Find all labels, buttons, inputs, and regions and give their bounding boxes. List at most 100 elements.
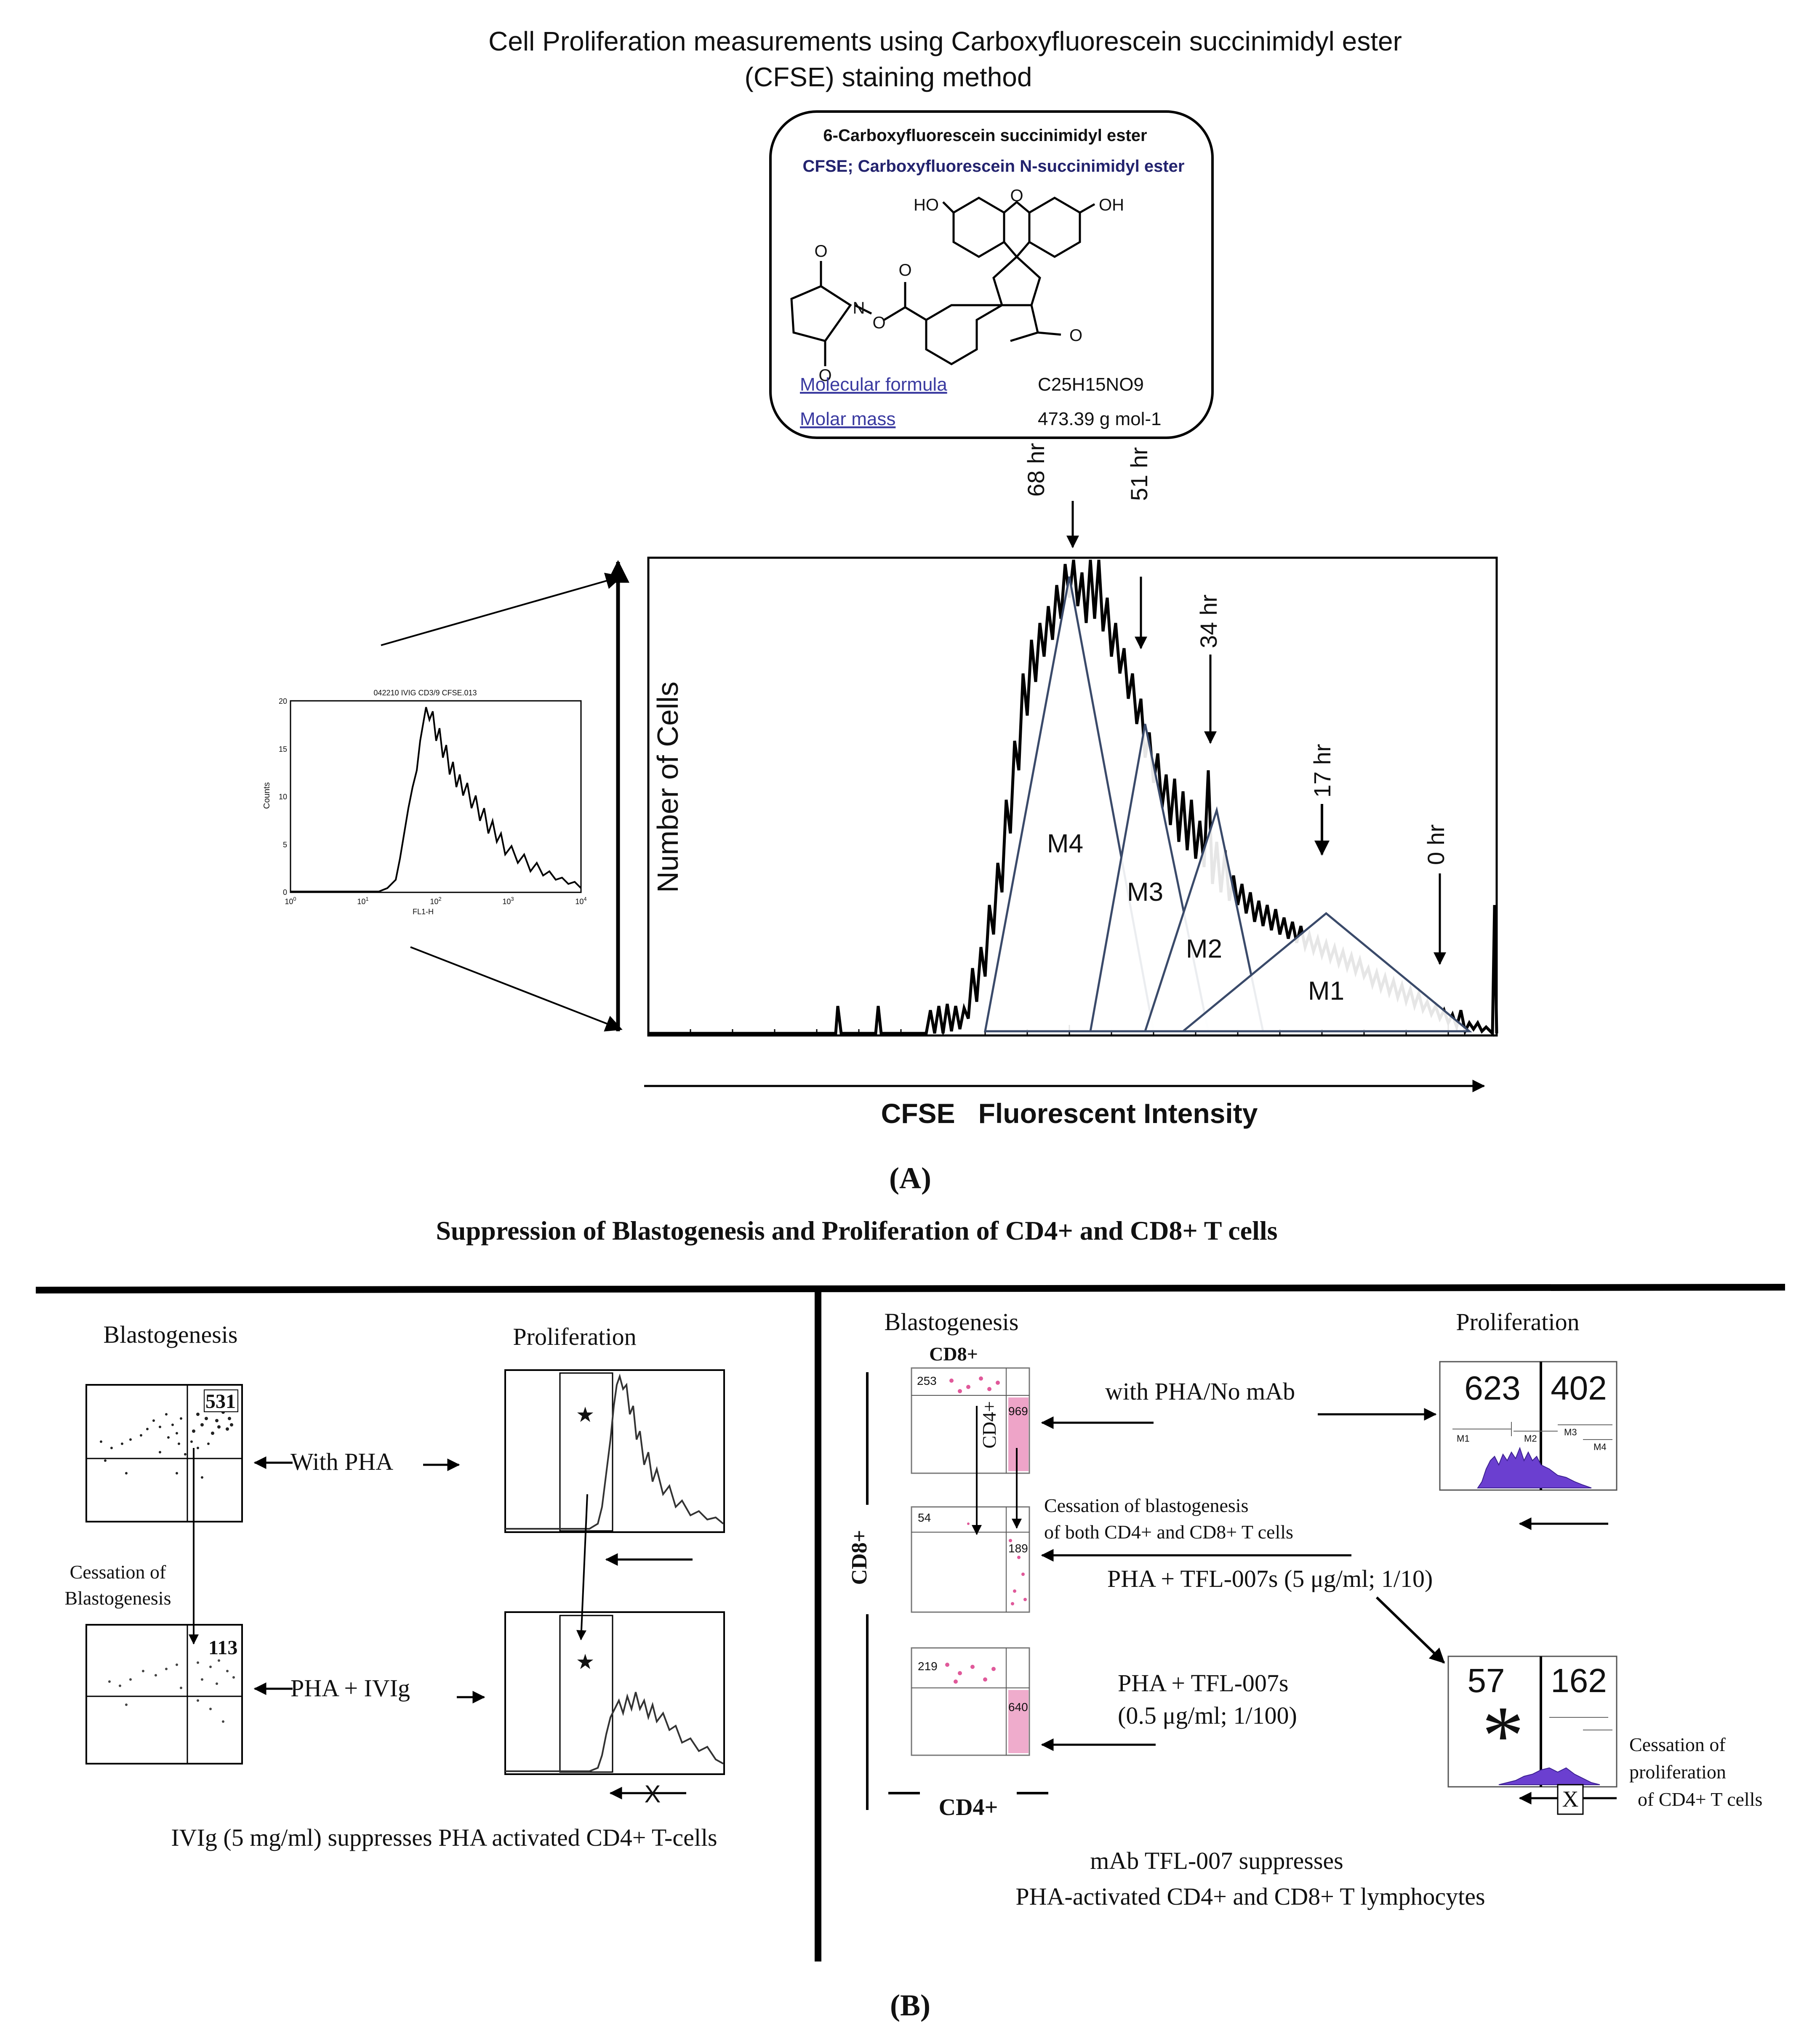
atom-label-imide-o2: O [818, 366, 831, 385]
compound-synonym: CFSE; Carboxyfluorescein N-succinimidyl … [803, 157, 1185, 176]
right-blast-header: Blastogenesis [885, 1308, 1019, 1336]
left-prolif-hist-2: ★ X [504, 1611, 725, 1808]
left-prolif-hist-1: ★ [504, 1369, 725, 1566]
inset-xtick: 100 [285, 896, 296, 906]
inset-xtick: 101 [357, 896, 368, 906]
compound-box: 6-Carboxyfluorescein succinimidyl ester … [769, 110, 1214, 439]
atom-label-imide-o1: O [814, 242, 827, 261]
right-cd8-axis-label: CD8+ [847, 1530, 871, 1585]
panel-a-caption: (A) [889, 1161, 931, 1195]
atom-labels: HO O OH O N O O O O [814, 186, 1124, 385]
main-xlabel: CFSE Fluorescent Intensity [881, 1098, 1258, 1129]
atom-label-lactone-o: O [1069, 326, 1082, 345]
time-label-34: 34 hr [1195, 594, 1222, 648]
left-scatter-pha-ivig: 113 [85, 1624, 243, 1765]
right-s3-right: 640 [1008, 1701, 1028, 1714]
right-prolif-cross: X [1562, 1786, 1579, 1812]
panel-b: Suppression of Blastogenesis and Prolife… [35, 1216, 1785, 2022]
right-asterisk: * [1482, 1689, 1524, 1782]
left-prolif-cross: X [645, 1780, 661, 1808]
atom-label-oh: OH [1099, 196, 1124, 214]
zoom-line-top [381, 572, 623, 646]
right-s1-right: 969 [1008, 1405, 1028, 1418]
inset-histogram-trace [290, 707, 582, 892]
inset-xtick: 102 [430, 896, 441, 906]
gate-m1 [1180, 912, 1472, 1033]
right-h1-gate: M1 [1457, 1433, 1470, 1444]
time-label-0: 0 hr [1423, 825, 1449, 865]
gate-triangles [983, 576, 1472, 1033]
inset-xtick: 104 [575, 896, 586, 906]
left-prolif-star-2: ★ [576, 1650, 595, 1674]
time-label-17: 17 hr [1309, 744, 1335, 798]
panel-b-left: Blastogenesis Proliferation 531 [65, 1321, 725, 1851]
inset-ytick: 0 [283, 888, 287, 897]
atom-label-ho: HO [914, 196, 939, 214]
left-scatter-with-pha: 531 [85, 1384, 243, 1522]
inset-xlabel: FL1-H [413, 908, 434, 916]
panel-b-title: Suppression of Blastogenesis and Prolife… [436, 1216, 1277, 1246]
right-cessation-line1: Cessation of blastogenesis [1044, 1495, 1249, 1516]
inset-title: 042210 IVIG CD3/9 CFSE.013 [373, 689, 477, 697]
left-cessation-line2: Blastogenesis [65, 1587, 171, 1609]
atom-label-ester-o: O [872, 314, 885, 332]
time-label-68: 68 hr [1023, 443, 1049, 497]
inset-xtick: 103 [502, 896, 514, 906]
inset-ytick: 15 [279, 745, 287, 753]
time-arrows [1066, 501, 1446, 965]
right-s3-left: 219 [918, 1660, 938, 1673]
right-s2-left: 54 [918, 1511, 931, 1524]
inset-ytick: 20 [279, 697, 287, 705]
gate-label-m2: M2 [1186, 934, 1222, 963]
formula-value: C25H15NO9 [1038, 374, 1144, 395]
gate-label-m3: M3 [1127, 878, 1163, 907]
right-cd8-top: CD8+ [929, 1343, 978, 1365]
left-caption: IVIg (5 mg/ml) suppresses PHA activated … [171, 1824, 717, 1851]
left-q-value-2: 113 [208, 1637, 237, 1659]
panel-b-top-rule [35, 1284, 1785, 1293]
zoom-line-bottom [410, 946, 623, 1032]
main-ylabel: Number of Cells [651, 681, 684, 893]
inset-histogram: 042210 IVIG CD3/9 CFSE.013 Counts 0 5 10… [262, 689, 587, 916]
gate-label-m4: M4 [1047, 829, 1083, 858]
inset-ytick: 5 [283, 841, 287, 849]
mass-label: Molar mass [800, 409, 895, 429]
right-caption-line1: mAb TFL-007 suppresses [1090, 1847, 1343, 1874]
formula-label: Molecular formula [800, 374, 947, 395]
right-row3-line1: PHA + TFL-007s [1118, 1669, 1289, 1697]
right-caption-line2: PHA-activated CD4+ and CD8+ T lymphocyte… [1015, 1883, 1485, 1910]
right-row3-line2: (0.5 μg/ml; 1/100) [1118, 1702, 1297, 1729]
left-prolif-star-1: ★ [576, 1403, 595, 1427]
panel-b-caption: (B) [890, 1988, 930, 2022]
right-cd4-axis-label: CD4+ [939, 1794, 998, 1820]
right-prolif-cessation-2: proliferation [1629, 1761, 1726, 1783]
right-scatter-3: 219 640 [911, 1647, 1030, 1756]
left-cessation-line1: Cessation of [70, 1561, 166, 1583]
compound-name: 6-Carboxyfluorescein succinimidyl ester [823, 126, 1147, 145]
time-labels: 68 hr 51 hr 34 hr 17 hr 0 hr [1023, 443, 1449, 865]
right-h1-right: 402 [1551, 1369, 1607, 1407]
right-prolif-hist-1: 623 402 M1 M2 M3 M4 [1439, 1361, 1617, 1530]
right-s2-right: 189 [1008, 1542, 1028, 1555]
right-scatter-1: 253 969 CD4+ [911, 1367, 1030, 1474]
atom-label-carbonyl-o: O [898, 261, 911, 279]
right-prolif-cessation-1: Cessation of [1629, 1734, 1726, 1755]
right-row2-label: PHA + TFL-007s (5 μg/ml; 1/10) [1107, 1565, 1433, 1592]
right-h1-gate: M2 [1524, 1433, 1537, 1444]
right-h1-gate: M4 [1593, 1442, 1607, 1452]
inset-ytick: 10 [279, 793, 287, 801]
left-row1-label: With PHA [290, 1448, 393, 1475]
right-prolif-header: Proliferation [1456, 1308, 1579, 1336]
panel-a: Cell Proliferation measurements using Ca… [262, 26, 1498, 1195]
inset-ylabel: Counts [262, 782, 272, 809]
left-prolif-header: Proliferation [513, 1323, 636, 1350]
left-row2-label: PHA + IVIg [290, 1674, 410, 1702]
panel-a-title-line2: (CFSE) staining method [745, 62, 1032, 92]
right-h1-left: 623 [1464, 1369, 1520, 1407]
mass-value: 473.39 g mol-1 [1038, 409, 1162, 429]
right-cessation-line2: of both CD4+ and CD8+ T cells [1044, 1521, 1293, 1543]
right-cd4-vertical: CD4+ [978, 1401, 1000, 1449]
panel-a-title-line1: Cell Proliferation measurements using Ca… [488, 26, 1402, 56]
panel-b-right: Blastogenesis Proliferation CD8+ CD8+ CD… [844, 1308, 1762, 1910]
